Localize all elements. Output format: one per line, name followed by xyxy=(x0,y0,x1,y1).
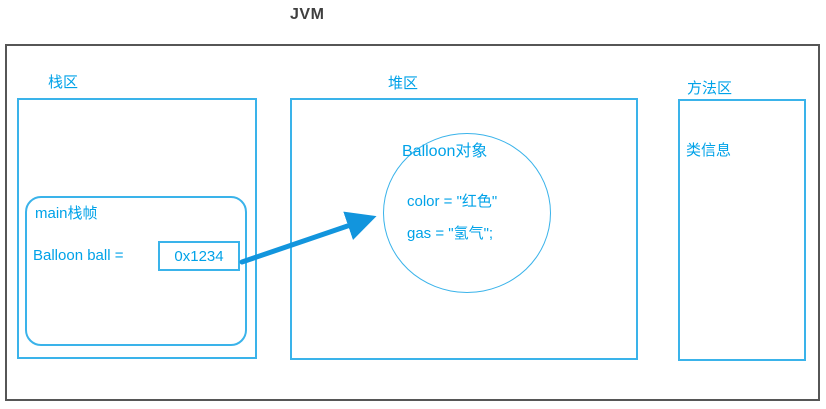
main-stack-frame-label: main栈帧 xyxy=(35,205,98,222)
balloon-object-circle xyxy=(383,133,551,293)
main-stack-frame-box xyxy=(25,196,247,346)
balloon-object-title: Balloon对象 xyxy=(402,143,488,160)
method-area-label: 方法区 xyxy=(687,80,733,97)
method-area-box xyxy=(678,99,806,361)
jvm-container-box xyxy=(5,44,820,401)
heap-area-label: 堆区 xyxy=(388,75,419,92)
balloon-color-field: color = "红色" xyxy=(407,193,498,210)
class-info-label: 类信息 xyxy=(686,142,732,159)
balloon-gas-field: gas = "氢气"; xyxy=(407,225,494,242)
pointer-value: 0x1234 xyxy=(174,247,224,265)
balloon-ball-variable-label: Balloon ball = xyxy=(33,247,124,264)
diagram-title: JVM xyxy=(290,6,325,23)
stack-area-label: 栈区 xyxy=(48,74,79,91)
pointer-value-box: 0x1234 xyxy=(158,241,240,271)
